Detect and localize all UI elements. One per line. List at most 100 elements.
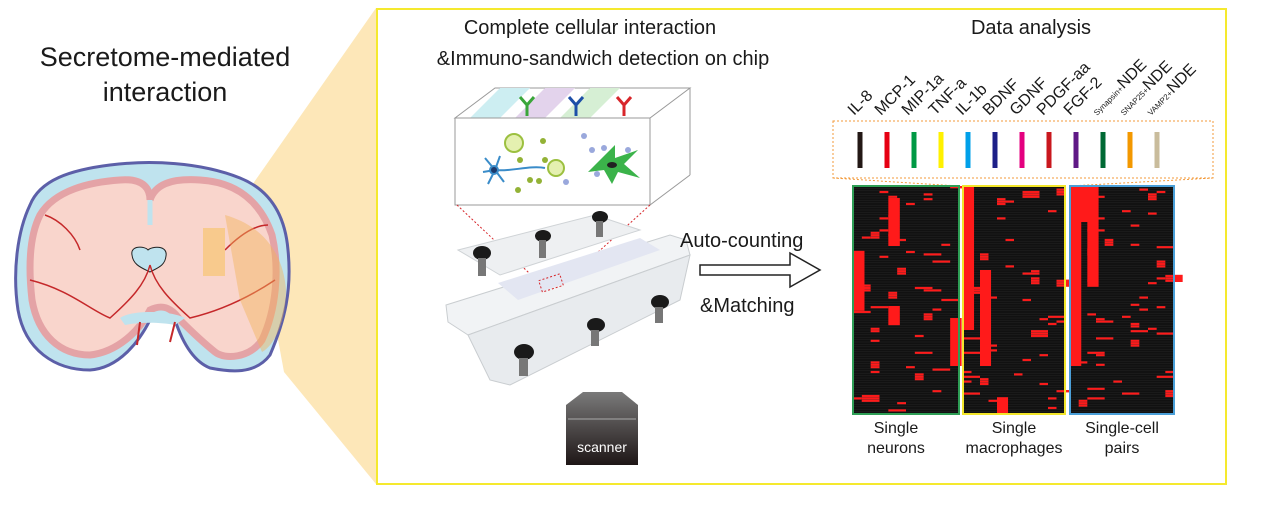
heatmap-cell (906, 366, 915, 369)
heatmap-cell (963, 370, 972, 374)
panel-labels: SingleneuronsSinglemacrophagesSingle-cel… (867, 420, 1159, 457)
heatmap-cell (1096, 320, 1114, 323)
heatmap-cell (870, 361, 880, 369)
right-arrow-icon (699, 251, 822, 289)
heatmap-cell (1165, 390, 1174, 398)
heatmap-cell (1156, 375, 1174, 378)
cytokine-beads-icon (504, 133, 631, 193)
heatmap-cell (941, 243, 951, 246)
neuron-icon (482, 155, 546, 185)
heatmap-cell (963, 380, 972, 383)
marker-bars (857, 132, 1160, 168)
heatmap-cell (1039, 318, 1048, 321)
heatmap-cell-block (888, 198, 900, 246)
heatmap-cell-block (997, 397, 1009, 414)
heatmap-cell (1113, 380, 1122, 383)
marker-bar (1019, 132, 1025, 168)
heatmap-cell (932, 390, 942, 393)
heatmap-cell (1087, 387, 1105, 390)
heatmap-cell (879, 255, 889, 258)
heatmap-cell (1130, 303, 1140, 306)
heatmap-cell (1139, 308, 1148, 311)
heatmap-cell-block (963, 186, 975, 330)
heatmap-cell (870, 327, 880, 330)
heatmap-cell (1165, 370, 1174, 374)
heatmaps (852, 185, 1183, 415)
marker-bar (1073, 132, 1079, 168)
heatmap-cell (1056, 188, 1065, 196)
heatmap-cell (888, 409, 906, 412)
heatmap-cell (1078, 361, 1088, 364)
heatmap-cell (932, 308, 942, 311)
heatmap-cell (1096, 354, 1105, 357)
left-title-line1: Secretome-mediated (40, 42, 291, 72)
heatmap-cell (1096, 337, 1114, 340)
panel-label-line1: Single (992, 420, 1037, 437)
heatmap-cell (1039, 382, 1048, 386)
marker-bar (1100, 132, 1106, 168)
heatmap-cell (1139, 296, 1148, 299)
heatmap-cell (1096, 217, 1105, 220)
capture-antibody-icons (518, 96, 633, 116)
heatmap-cell-block (1070, 186, 1082, 366)
heatmap-cell (1096, 363, 1105, 366)
heatmap-cell (1156, 260, 1166, 268)
arrow-label-matching: &Matching (700, 295, 795, 317)
heatmap-cell (879, 217, 889, 220)
heatmap-cell (861, 236, 871, 239)
heatmap-panel (1069, 185, 1183, 415)
heatmap-cell (879, 229, 889, 232)
heatmap-cell (1031, 330, 1048, 338)
heatmap-cell (1056, 320, 1065, 323)
heatmap-cell (1078, 399, 1088, 407)
heatmap-cell (861, 394, 880, 402)
heatmap-cell (1130, 322, 1140, 326)
heatmap-cell (914, 334, 924, 338)
heatmap-cell (897, 267, 906, 275)
heatmap-cell (1039, 354, 1048, 357)
middle-heading-line1: Complete cellular interaction (464, 17, 716, 39)
heatmap-cell (1048, 397, 1057, 400)
heatmap-cell (997, 217, 1006, 220)
heatmap-cell (980, 378, 989, 386)
heatmap-cell (988, 296, 997, 299)
heatmap-cell (1048, 315, 1065, 318)
heatmap-cell (914, 286, 933, 290)
heatmap-cell (932, 368, 951, 371)
heatmap-cell (897, 238, 906, 242)
heatmap-cell (1156, 306, 1166, 309)
macrophage-icon (588, 145, 640, 184)
heatmap-cell (1122, 392, 1140, 395)
heatmap-cell (914, 351, 933, 354)
heatmap-cell (923, 253, 942, 256)
marker-bar (884, 132, 890, 168)
heatmap-panel (852, 185, 968, 415)
scanner-label: scanner (577, 439, 627, 455)
heatmap-cell (1122, 210, 1131, 213)
heatmap-cell-block (888, 306, 900, 326)
marker-bar (1046, 132, 1052, 168)
heatmap-cell (853, 310, 871, 314)
left-title-line2: interaction (103, 77, 228, 107)
panel-label-line2: neurons (867, 440, 925, 457)
heatmap-cell (914, 373, 924, 381)
heatmap-cell-block (1078, 186, 1090, 222)
heatmap-cell (870, 370, 880, 374)
heatmap-cell (897, 402, 906, 405)
heatmap-cell (923, 313, 933, 321)
microchip-device-illustration (445, 211, 691, 386)
heatmap-border (852, 185, 960, 415)
heatmap-cell (1087, 351, 1105, 354)
data-analysis-heading: Data analysis (971, 17, 1091, 39)
heatmap-cell (1087, 313, 1096, 316)
heatmap-panel (962, 185, 1074, 415)
heatmap-cell (1148, 282, 1157, 285)
screw-icons (473, 211, 669, 376)
heatmap-cell (963, 337, 980, 340)
heatmap-cell (870, 339, 880, 342)
heatmap-cell (870, 231, 880, 239)
heatmap-cell (1148, 327, 1157, 330)
heatmap-cell (1130, 224, 1140, 227)
heatmap-cell (941, 298, 959, 302)
heatmap-cell (988, 349, 997, 352)
